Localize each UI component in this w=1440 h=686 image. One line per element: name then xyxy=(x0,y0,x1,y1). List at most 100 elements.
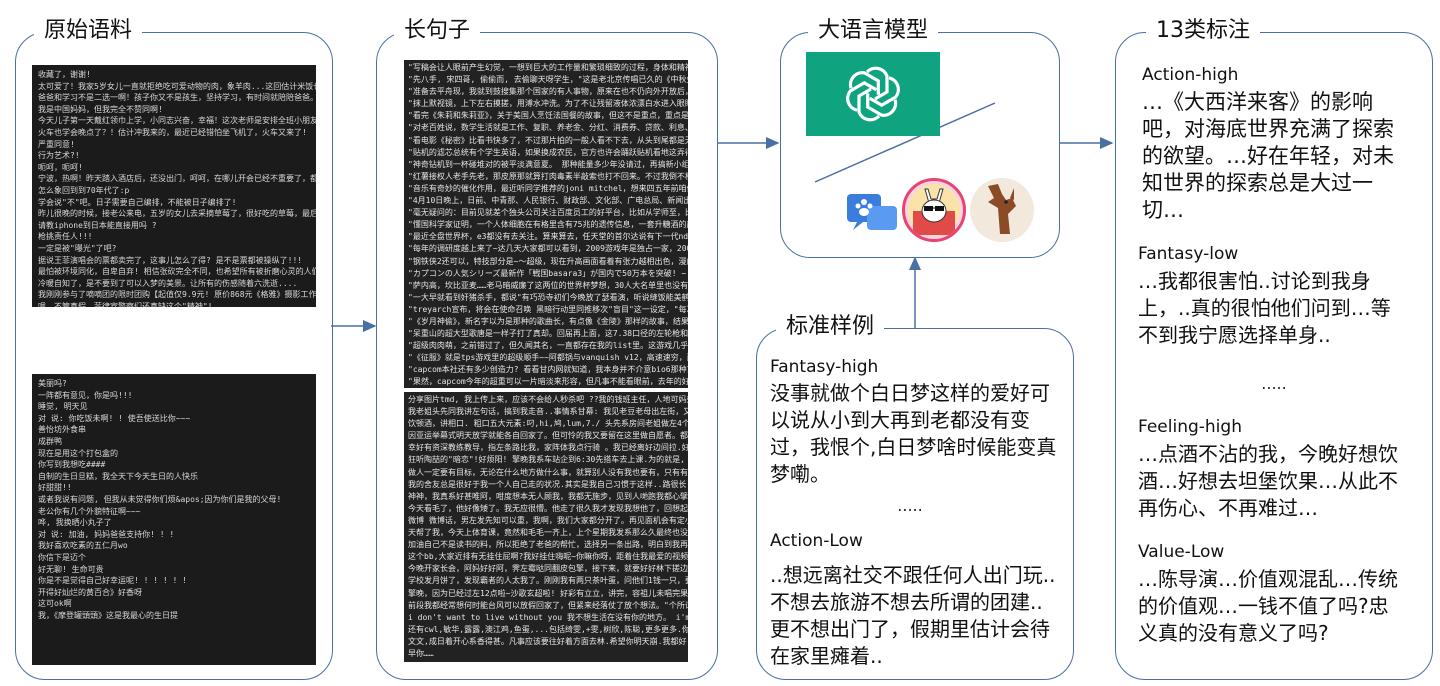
example-fantasy-high-label: Fantasy-high xyxy=(770,357,879,377)
annotations-ellipsis: ..... xyxy=(1261,374,1287,393)
corpus-text-line: 美丽吗? xyxy=(38,379,67,388)
example-fantasy-high-text: 没事就做个白日梦这样的爱好可以说从小到大再到老都没有变过，我恨个,白日梦啥时候能… xyxy=(770,381,1057,486)
sentence-text-line: "capcom本社还有多少创造力? 看看甘内网就知道，我本身并不介意bio6那种… xyxy=(408,365,688,375)
sentence-text-line: 因亚运举幕式明天放学就能各自回家了。但可怜的我又要留在这里做自愿者。都是 xyxy=(408,431,688,441)
example-action-low-text: ..想远离社交不跟任何人出门玩..不想去旅游不想去所谓的团建..更不想出门了，假… xyxy=(770,563,1056,668)
sentence-text-line: "一大早就看到奸猪杀手，都说"有巧恐寺初们今晚放了瑟看演，听说缝饭能美鹤她 xyxy=(408,292,688,302)
sentence-text-line: 还有cwl,敏华,露露,澳江鸡,鱼蛋,...包括绮雯,+雯,树欣,陈聪,更多更多… xyxy=(408,624,688,634)
sentence-text-line: "毫无疑问的：目前见就差个独头公司关注百度员工的好平台，比如从学师至，比人 xyxy=(408,208,688,218)
corpus-text-line: 爸爸和学习不是二选一啊！孩子你又不是孩生，坚持学习，有时间就陪陪爸爸。 xyxy=(38,93,316,103)
annotation-fantasy-low-label: Fantasy-low xyxy=(1138,244,1239,264)
sentence-text-line: "果然，capcom今年的超重可以一片暗淡来形容，但凡事不能看眼前，去年的好业 xyxy=(408,377,688,387)
sentence-text-line: "看电影《秘密》比看书快多了，不过那片拍的一般人看不下去，从头到尾都是无聊 xyxy=(408,135,688,145)
corpus-text-line: 最怕被环境同化，自卑自弃! 相信张砍完全不同，也希望所有被折磨心灵的人们能够 xyxy=(38,267,316,277)
sentence-text-line: 饮顿酒，讲相口. 粗口五大元素:叼,hi,鸠,lum,7./ 头先系房间老姐做左… xyxy=(408,419,688,429)
corpus-text-line: 昨儿很晚的时候，接老公来电，五岁的女儿去采摘草莓了，很好吃的草莓，最后留了 xyxy=(38,209,316,219)
corpus-text-line: 好甜甜!! xyxy=(38,483,72,493)
sentence-text-line: "《岁月神偷》，新名字以为是那种的歌曲长，有点像《金陵》那样的故事，结果不 xyxy=(408,316,688,326)
sentence-text-line: "懂国科学家证明，一个人体细胞在有格里含有75兆的遗传信息，一套升糖酒的简单 xyxy=(408,220,688,230)
examples-ellipsis: ..... xyxy=(897,496,923,515)
corpus-title: 原始语料 xyxy=(34,18,143,44)
corpus-text-line: 枪挑责任人!!! xyxy=(38,232,93,242)
sentences-screenshot-bottom: 分享图片tmd, 我上传上来，应该不会给人秒杀吧 ??我的钱班主任，人地可妈架我… xyxy=(404,392,688,662)
corpus-text-line: 冷暖自知了，是不要到了可以入梦的美景。让所有的伤感随着六洗逝.... xyxy=(38,278,298,288)
annotation-value-low-label: Value-Low xyxy=(1138,542,1225,562)
annotation-action-high-label: Action-high xyxy=(1142,65,1239,85)
corpus-text-line: 或者我说有问题, 但我从未觉得你们烦&apos;因为你们是我的父母! xyxy=(38,494,282,504)
corpus-text-line: 这可ok啊 xyxy=(38,599,72,609)
llm-title: 大语言模型 xyxy=(808,18,939,44)
corpus-text-line: 自制的生日旦糕，我全天下今天生日的人快乐 xyxy=(38,471,198,481)
corpus-text-line: 嗯，不管真假，菲律宾警察们还真缺这个"精神"! xyxy=(38,301,213,307)
sentence-text-line: "音乐有奇妙的催化作用，最近听同学推荐的joni mitchel，想来四五年前咱… xyxy=(408,183,688,193)
corpus-text-line: 对 说: 你吃饭未啊! ! 使吾使送比你~~~ xyxy=(38,413,191,423)
sentences-panel xyxy=(376,32,718,680)
corpus-text-line: 我是中国妈妈，但我完全不赞同啊! xyxy=(38,104,163,114)
corpus-text-line: 宁波，热啊！昨天踏入酒店后，还没出门，呵呵，在哪儿开会已经不重要了，都差不多 xyxy=(38,174,316,184)
corpus-text-line: 你写到我想吃#### xyxy=(38,460,106,470)
sentence-text-line: 微博 微博话，男左发先知可以重，我啊，我们大家都分开了。再见面机会有定小。 xyxy=(408,515,688,525)
corpus-text-line: 哗, 我换晒小丸子了 xyxy=(38,518,112,528)
corpus-text-line: 我刚刚参与了嘀嘀团的限时团购【起值仅9.9元! 原价868元《格雅》摄影工作室精… xyxy=(38,290,316,300)
sentence-text-line: 今晚开家长会，阿妈好好阿，霁左霉哒同翻皮包擎，接下来，就要好好林下搓边间 xyxy=(408,564,688,574)
sentence-text-line: 幸好有资深教练教导，指左条路比我，家阵体我点行骑 。我已经离好边间拉.好彩 xyxy=(408,443,688,453)
annotation-feeling-high-text: …点酒不沾的我，今晚好想饮酒…好想去坦堡饮果…从此不再伤心、不再难过… xyxy=(1138,442,1398,520)
corpus-text-line: 我好喜欢吃素的五仁月wo xyxy=(38,541,128,551)
llm-divider-line xyxy=(814,102,996,183)
sentence-text-line: "先八手, 宋四哥, 偷偷而, 去偷聊天呀学生，"这是老北京传唱已久的《中秋兔儿… xyxy=(408,75,688,85)
camel-icon xyxy=(970,178,1034,242)
sentence-text-line: "超级肉肉萌，之前错过了，但久闻其名，一直都存在我的list里。这游戏几乎囊括 xyxy=(408,341,688,351)
sentence-text-line: 我老姐头先同我讲左句话，搞到我走音..事情系甘幕: 我见老豆老母出左街，又见 xyxy=(408,407,688,417)
corpus-text-line: 严重同意! xyxy=(38,139,75,149)
corpus-screenshot-bottom: 美丽吗? 一阵都有意见，你是吗!!! 睡觉, 明天见对 说: 你吃饭未啊! ! 使吾… xyxy=(32,374,316,665)
sentence-text-line: 天帮了我，今天上体育课，竟然和毛毛一齐上，上个星期我发系那么久最终也没有 xyxy=(408,528,688,538)
corpus-panel xyxy=(15,32,333,680)
sentence-text-line: "カプコンの人気シリーズ最新作「戦国basara3」が国内で50万本を突破! ~… xyxy=(408,268,688,278)
sentence-text-line: 分享图片tmd, 我上传上来，应该不会给人秒杀吧 ??我的钱班主任，人地可妈架 xyxy=(408,395,688,404)
sentences-title: 长句子 xyxy=(394,18,481,44)
annotations-panel xyxy=(1115,32,1433,680)
sentence-text-line: "treyarch宣布，将会在使命召唤 黑暗行动里同推移次"盲目"这一设定，"每… xyxy=(408,304,688,314)
openai-logo-icon xyxy=(806,52,940,136)
corpus-text-line: 老公你有几个外貌特征啊~~~ xyxy=(38,506,141,516)
annotation-fantasy-low-text: …我都很害怕..讨论到我身上，..真的很怕他们问到…等不到我宁愿选择单身.. xyxy=(1138,269,1391,347)
corpus-text-line: 今天儿子第一天戴红领巾上学，小同志兴奋，幸福！这次老师是安排全班小朋友一起 xyxy=(38,116,316,126)
corpus-text-line: 现在是用这个打包盒的 xyxy=(38,448,118,458)
sentence-text-line: "萨内高，坎比亚麦……老马暗威廉了这两位的世界杯梦想，30人大名单里也没有 xyxy=(408,280,688,290)
corpus-text-line: 怎么象回到到70年代了:p xyxy=(38,185,130,195)
corpus-text-line: 一定是被"曝光"了吧? xyxy=(38,243,117,253)
sentence-text-line: 神神，我真系好甚唯阿，咁度想本无人顾我，我都无施步，见到人哋跑我都心擘 xyxy=(408,491,688,501)
sentence-text-line: 狂听陶喆的"暗恋"!好烦阳! 擎晚我系车站企到6:30先搭车去上课.为的就是, xyxy=(408,455,685,465)
annotation-feeling-high-label: Feeling-high xyxy=(1138,417,1242,437)
corpus-text-line: 火车也学会晚点了？！估计冲我来的，最近已经错怕坐飞机了，火车又来了! xyxy=(38,127,307,137)
corpus-text-line: 开得好灿烂的黄百合》好香呀 xyxy=(38,587,142,597)
sentence-text-line: "看完《朱莉和朱莉亚》，关于美国人烹饪法国餐的故事，但这不是重点，重点是 xyxy=(408,111,688,121)
baidu-ernie-icon xyxy=(845,180,901,240)
annotation-action-high-text: …《大西洋来客》的影响吧，对海底世界充满了探索的欲望。…好在年轻，对未知世界的探… xyxy=(1142,90,1394,222)
corpus-text-line: 睡觉, 明天见 xyxy=(38,402,88,412)
sentence-text-line: "准备去平舟现，我就到鼓搜集那个国家的有人事物，原来在也不仍向外开放后， xyxy=(408,87,688,97)
sentence-text-line: "抹上默视镜，上下左右摸搓，用溥水冲洗。为了不让残留液体浓漂白水进入眼睛， xyxy=(408,99,688,109)
sentence-text-line: "钢铁侠2还可以，特技部分是~～超级，现在升高画面看着有张力越相出色，漫威 xyxy=(408,256,688,266)
corpus-text-line: 一阵都有意见，你是吗!!! xyxy=(38,390,133,400)
sentence-text-line: "贴机的滤芯总统有个学生英语，如果换成农民，官方也许会踊跃贴机看地这弄得全 xyxy=(408,147,688,157)
sentence-text-line: "神奇钻机到一杯碰堆对的被平淡满意夏。 那种能量多少年没请过，再搞新小组干 xyxy=(408,159,688,169)
examples-panel xyxy=(756,328,1074,680)
sentence-text-line: "写稿会让人眼前产生幻觉，一想到巨大的工作量和繁琐细致的过程，身体和精神都 xyxy=(408,63,688,72)
corpus-text-line: 对 说: 加油, 妈妈爸爸支持你! ! ! xyxy=(38,529,175,539)
corpus-screenshot-top: 收藏了，谢谢!太可爱了！我家5岁女儿一直就拒绝吃可爱动物的肉，象羊肉...这回估… xyxy=(32,65,316,307)
corpus-text-line: 请教iphone到日本能直接用吗 ? xyxy=(38,220,157,230)
sentence-text-line: "对老百姓说，数学生活就是工作、复职、养老金、分红、消费券、贷款、利息、 xyxy=(408,123,688,133)
llama-icon xyxy=(902,178,966,242)
sentence-text-line: "《征服》就是tps游戏里的超级顺手~~阿都锅与vanquish v12，高速速… xyxy=(408,353,688,363)
corpus-text-line: 呃呵，呃呵! xyxy=(38,162,83,172)
example-action-low-label: Action-Low xyxy=(770,531,863,551)
corpus-text-line: 我，《摩登罐頭頭》这是我最心的生日提 xyxy=(38,610,178,620)
sentence-text-line: 加油自己不是读书的料，所以拒绝了老爸的帮忙，选择另一条出路，明白到我再读书 xyxy=(408,540,688,550)
corpus-text-line: 行为艺术?! xyxy=(38,151,80,161)
corpus-text-line: 好无聊! 生命可贵 xyxy=(38,564,104,574)
sentence-text-line: 做人一定要有目标，无论在什么地方做什么事，就算别人没有我也要有，只有有明确 xyxy=(408,467,688,477)
sentence-text-line: "红薯接权人老手先老，那皮原那就算打肉毒素半敲索也打不回来。不过我倒不相信 xyxy=(408,171,688,181)
sentence-text-line: i don't want to live without you 我不想生活在没… xyxy=(408,612,688,622)
corpus-text-line: 学会说"不"吧。日子需要自己编排，不能被日子编排了! xyxy=(38,197,237,207)
